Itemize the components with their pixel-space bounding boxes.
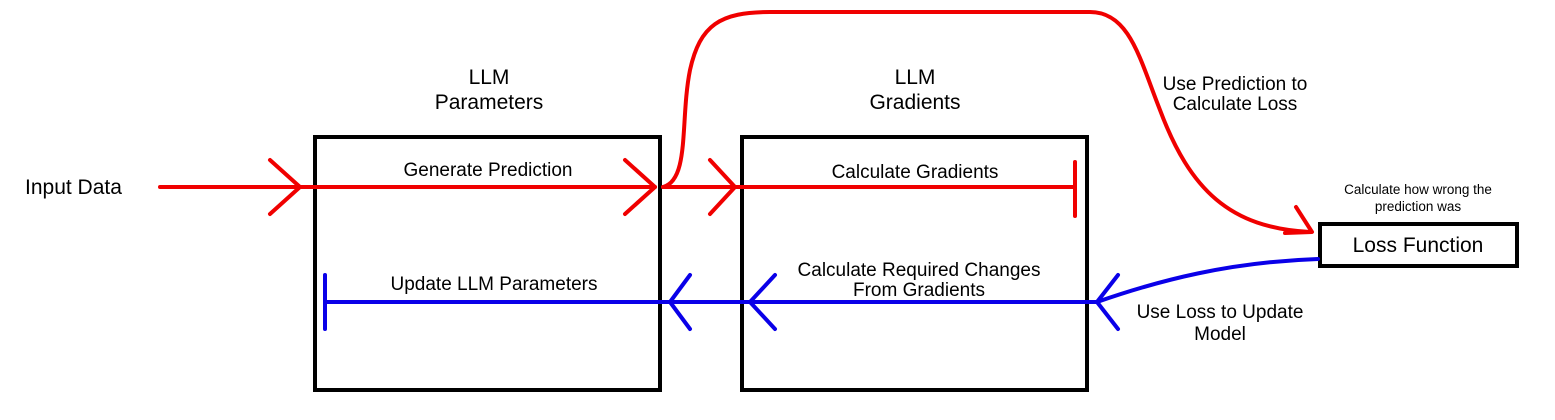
use-loss-line1: Use Loss to Update (1137, 302, 1304, 323)
gradients-title-line2: Gradients (869, 91, 960, 114)
arrowhead-loss (1283, 205, 1314, 235)
calculate-changes-line1: Calculate Required Changes (798, 260, 1041, 281)
arrowhead-input (268, 158, 302, 216)
arrowhead-changes (748, 273, 777, 331)
use-prediction-line1: Use Prediction to (1163, 74, 1308, 95)
gradients-title-line1: LLM (895, 66, 936, 89)
arrowhead-into-parameters (668, 273, 692, 331)
forward-flow (158, 10, 1314, 235)
llm-parameters-box (313, 135, 662, 392)
arrowhead-prediction (623, 158, 657, 216)
llm-gradients-box (740, 135, 1089, 392)
generate-prediction-label: Generate Prediction (404, 160, 573, 181)
loss-caption-line2: prediction was (1375, 199, 1462, 214)
parameters-title-line1: LLM (469, 66, 510, 89)
arrowhead-gradients-entry (708, 158, 737, 216)
use-loss-line2: Model (1194, 324, 1246, 345)
loss-function-label: Loss Function (1353, 234, 1484, 257)
parameters-title-line2: Parameters (435, 91, 544, 114)
loss-caption-line1: Calculate how wrong the (1344, 182, 1492, 197)
loss-to-gradients-curve (1095, 257, 1320, 304)
use-prediction-line2: Calculate Loss (1173, 94, 1298, 115)
backward-flow (323, 257, 1320, 331)
input-data-label: Input Data (25, 176, 122, 199)
calculate-changes-line2: From Gradients (853, 280, 985, 301)
calculate-gradients-label: Calculate Gradients (832, 162, 999, 183)
loss-function-box (1318, 222, 1519, 268)
arrowhead-into-gradients (1095, 273, 1120, 331)
update-parameters-label: Update LLM Parameters (391, 274, 598, 295)
prediction-to-loss-curve (661, 10, 1312, 234)
